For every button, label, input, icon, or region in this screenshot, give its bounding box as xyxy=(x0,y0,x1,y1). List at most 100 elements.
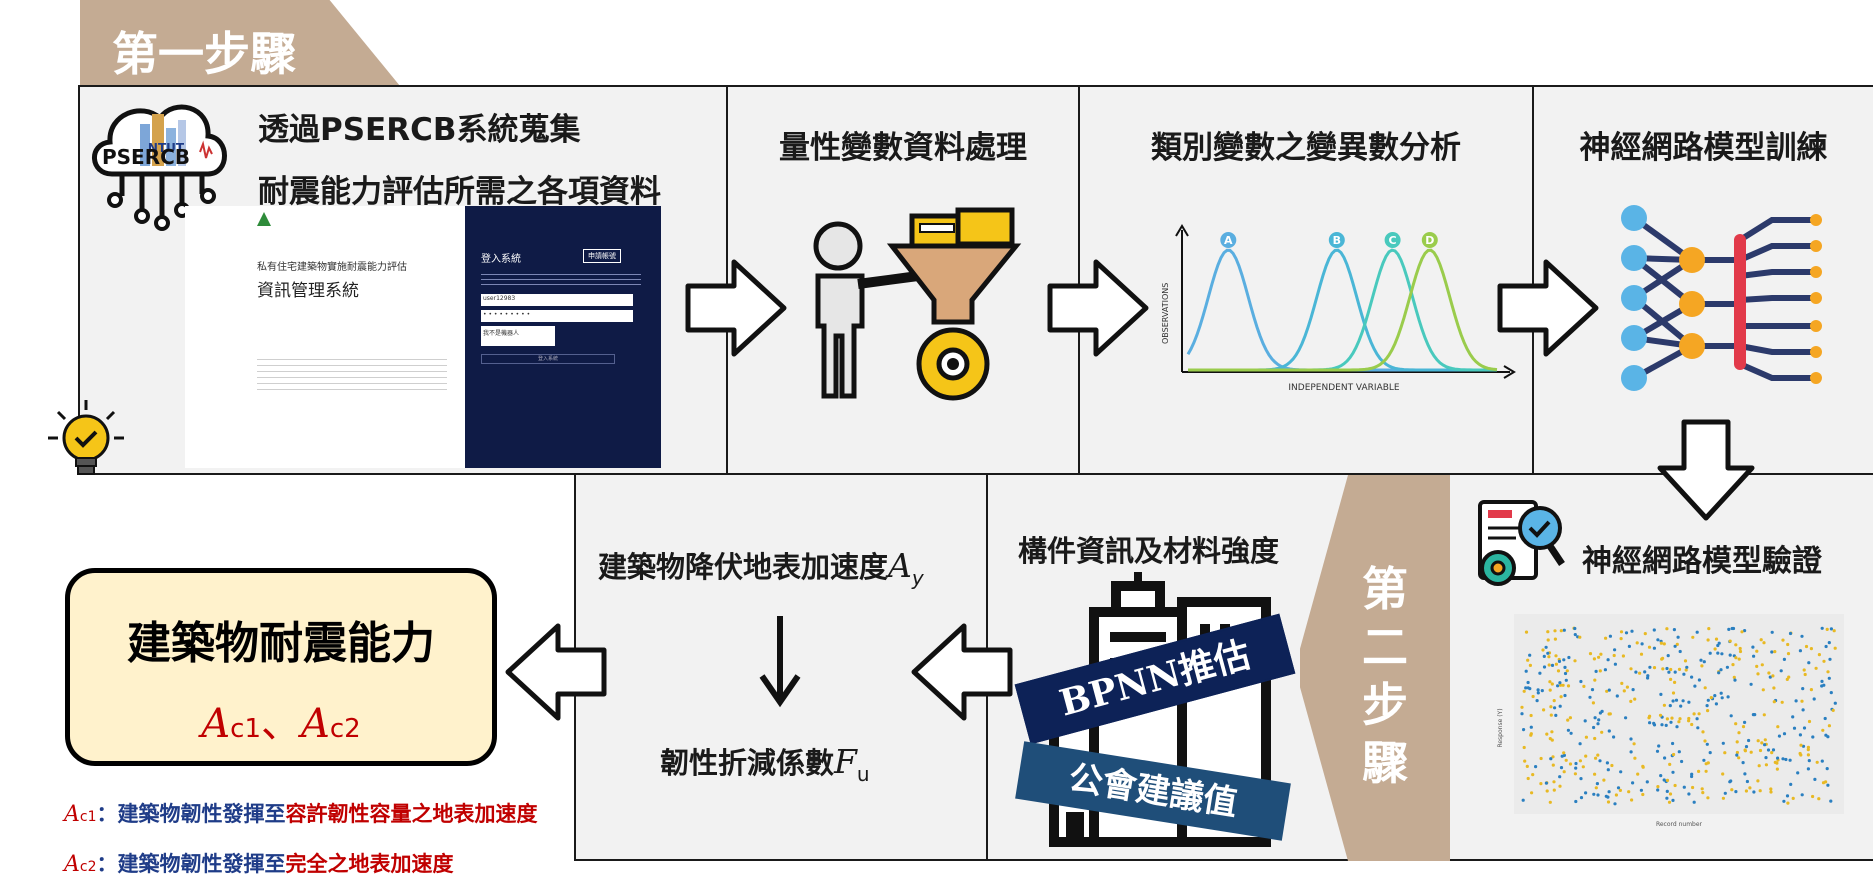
anova-series-label: A xyxy=(1224,234,1233,247)
scatter-point xyxy=(1807,759,1811,763)
scatter-point xyxy=(1719,691,1723,695)
scatter-point xyxy=(1600,730,1604,734)
apply-account-button[interactable]: 申請帳號 xyxy=(583,249,621,263)
scatter-point xyxy=(1665,627,1669,631)
scatter-point xyxy=(1832,629,1836,633)
scatter-point xyxy=(1559,629,1563,633)
scatter-point xyxy=(1706,761,1710,765)
scatter-point xyxy=(1652,628,1656,632)
scatter-point xyxy=(1821,781,1826,785)
scatter-point xyxy=(1548,688,1552,692)
scatter-point xyxy=(1557,659,1562,663)
scatter-point xyxy=(1677,667,1682,671)
scatter-point xyxy=(1781,757,1785,761)
scatter-point xyxy=(1673,783,1677,788)
scatter-point xyxy=(1665,717,1669,721)
contact-lines xyxy=(257,354,447,394)
scatter-point xyxy=(1741,725,1746,729)
scatter-point xyxy=(1668,792,1673,796)
scatter-point xyxy=(1770,650,1774,654)
footnote-ac2: Ac2：建築物韌性發揮至完全之地表加速度 xyxy=(64,852,454,877)
report-search-icon xyxy=(1478,500,1565,586)
scatter-point xyxy=(1791,715,1795,719)
scatter-point xyxy=(1762,713,1766,717)
scatter-point xyxy=(1569,731,1573,735)
scatter-point xyxy=(1665,789,1669,793)
scatter-point xyxy=(1553,637,1557,641)
scatter-point xyxy=(1786,642,1790,647)
scatter-point xyxy=(1744,789,1748,793)
scatter-point xyxy=(1550,682,1554,686)
scatter-point xyxy=(1660,657,1664,661)
scatter-point xyxy=(1536,688,1540,692)
scatter-point xyxy=(1684,668,1688,672)
anova-curve-c xyxy=(1188,248,1497,372)
scatter-point xyxy=(1562,753,1566,757)
scatter-point xyxy=(1737,731,1741,735)
scatter-point xyxy=(1592,792,1596,796)
scatter-point xyxy=(1590,688,1595,692)
scatter-point xyxy=(1815,760,1819,764)
scatter-point xyxy=(1695,717,1699,721)
lightbulb-icon xyxy=(48,400,124,475)
scatter-point xyxy=(1607,790,1611,794)
scatter-point xyxy=(1598,759,1602,763)
scatter-point xyxy=(1669,720,1673,724)
scatter-point xyxy=(1568,762,1573,766)
svg-text:NTUT: NTUT xyxy=(148,141,185,155)
scatter-point xyxy=(1725,665,1729,669)
scatter-point xyxy=(1553,706,1557,710)
scatter-point xyxy=(1806,745,1810,749)
scatter-point xyxy=(1796,771,1800,775)
scatter-point xyxy=(1776,725,1780,729)
scatter-point xyxy=(1671,798,1675,802)
scatter-point xyxy=(1745,779,1749,784)
step2-char-4: 驟 xyxy=(1362,736,1408,790)
scatter-point xyxy=(1553,629,1557,633)
scatter-point xyxy=(1648,714,1652,718)
scatter-point xyxy=(1768,675,1772,679)
scatter-point xyxy=(1530,791,1534,795)
scatter-point xyxy=(1764,756,1768,760)
scatter-point xyxy=(1562,658,1566,662)
scatter-point xyxy=(1593,736,1597,741)
scatter-point xyxy=(1583,719,1587,723)
scatter-point xyxy=(1706,698,1710,702)
scatter-point xyxy=(1720,696,1724,700)
captcha-box[interactable]: 我不是機器人 xyxy=(481,326,555,346)
scatter-point xyxy=(1677,720,1681,724)
scatter-point xyxy=(1612,735,1616,739)
scatter-point xyxy=(1820,679,1824,683)
login-submit-button[interactable]: 登入系統 xyxy=(481,354,615,364)
scatter-point xyxy=(1573,659,1577,663)
anova-curve-b xyxy=(1188,248,1497,372)
scatter-point xyxy=(1731,663,1735,667)
svg-text:PSERCB: PSERCB xyxy=(102,145,190,169)
scatter-point xyxy=(1627,644,1631,648)
scatter-point xyxy=(1662,642,1666,646)
login-screenshot-left: 私有住宅建築物實施耐震能力評估 資訊管理系統 xyxy=(185,206,465,468)
scatter-point xyxy=(1770,751,1774,755)
scatter-point xyxy=(1762,641,1766,645)
username-field[interactable]: user12983 xyxy=(481,294,633,306)
scatter-point xyxy=(1737,657,1741,661)
scatter-point xyxy=(1703,739,1707,743)
scatter-point xyxy=(1573,626,1577,631)
password-field[interactable]: • • • • • • • • • xyxy=(481,310,633,322)
scatter-point xyxy=(1755,649,1759,653)
scatter-point xyxy=(1760,741,1764,745)
scatter-point xyxy=(1526,776,1530,781)
scatter-point xyxy=(1800,634,1804,638)
panel2-title: 量性變數資料處理 xyxy=(779,130,1027,166)
scatter-point xyxy=(1648,721,1652,725)
scatter-point xyxy=(1788,631,1793,636)
scatter-point xyxy=(1556,684,1560,688)
scatter-point xyxy=(1520,705,1524,709)
scatter-point xyxy=(1771,748,1776,752)
scatter-point xyxy=(1699,658,1703,662)
scatter-point xyxy=(1701,730,1705,734)
scatter-point xyxy=(1578,635,1582,639)
scatter-point xyxy=(1733,678,1737,682)
ductility-factor-label: 韌性折減係數Fu xyxy=(660,742,870,786)
scatter-point xyxy=(1607,688,1611,692)
